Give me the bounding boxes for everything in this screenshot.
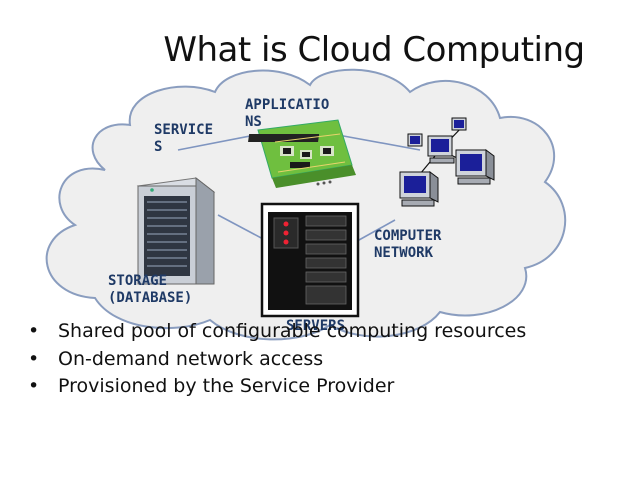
computer-network-icon xyxy=(399,117,495,207)
bullet-item: Shared pool of configurable computing re… xyxy=(26,318,526,346)
bullet-list: Shared pool of configurable computing re… xyxy=(26,318,526,401)
applications-label: APPLICATIO NS xyxy=(245,97,338,130)
services-label: SERVICE S xyxy=(154,122,221,155)
storage-label: STORAGE (DATABASE) xyxy=(108,273,192,306)
servers-rack-icon xyxy=(260,202,360,318)
bullet-item: On-demand network access xyxy=(26,346,526,374)
storage-server-icon xyxy=(136,176,216,285)
applications-board-icon xyxy=(248,119,356,188)
computer-network-label: COMPUTER NETWORK xyxy=(374,228,450,261)
slide-title: What is Cloud Computing xyxy=(163,30,585,70)
bullet-item: Provisioned by the Service Provider xyxy=(26,373,526,401)
